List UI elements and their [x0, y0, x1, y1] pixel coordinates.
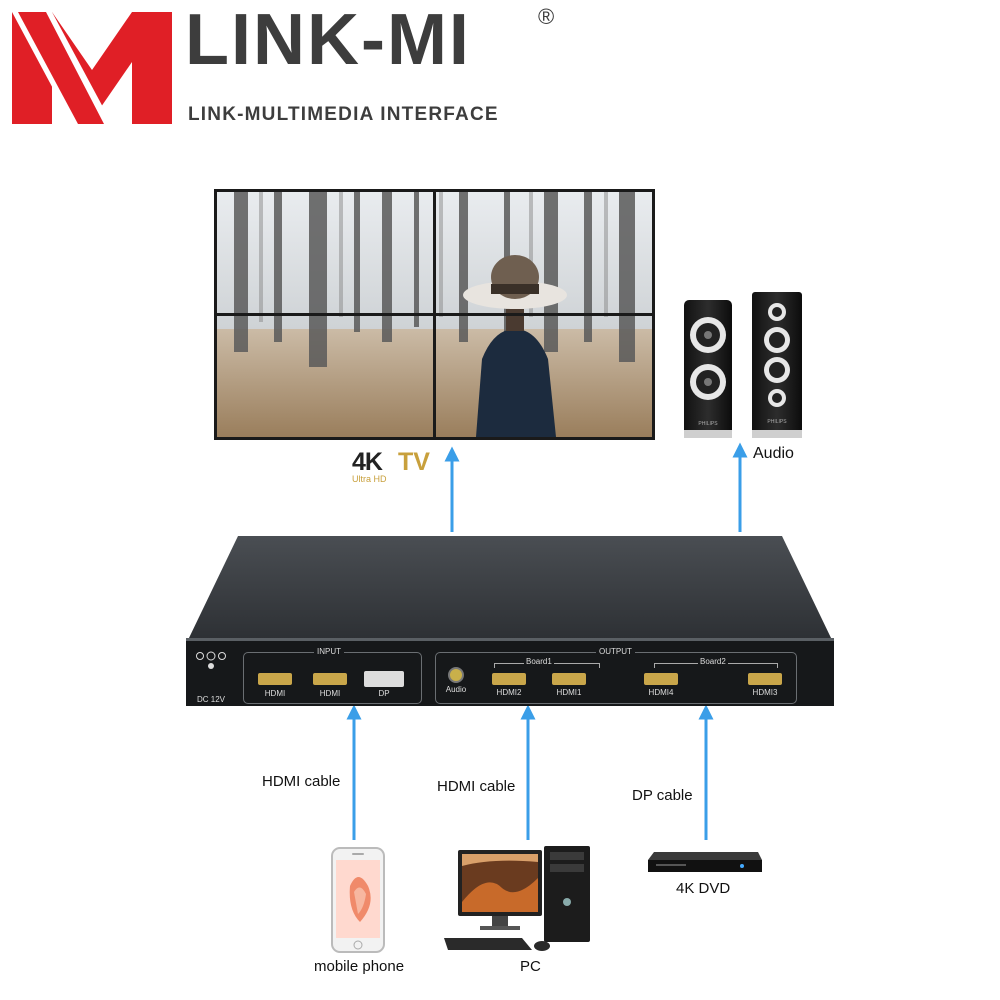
input-group-label: INPUT [314, 647, 344, 656]
hdmi-port-icon[interactable] [644, 673, 678, 685]
audio-jack-icon[interactable] [448, 667, 464, 683]
tv-video-wall [214, 189, 655, 440]
output-panel: OUTPUT Audio Board1 HDMI2 HDMI1 Board2 H… [435, 647, 797, 704]
speakers: PHILIPS PHILIPS [684, 292, 802, 438]
brand-registered-mark: ® [538, 4, 555, 29]
mobile-phone-device [331, 847, 385, 953]
cable-label-dvd: DP cable [632, 787, 693, 804]
hdmi-port-icon[interactable] [313, 673, 347, 685]
dc-polarity-icon [196, 651, 226, 669]
source-label-phone: mobile phone [314, 958, 405, 975]
output-group-label: OUTPUT [596, 647, 635, 656]
cable-label-phone: HDMI cable [262, 773, 341, 790]
tv-badge-tv: TV [398, 448, 430, 476]
output-port-label: HDMI4 [648, 688, 674, 697]
brand-logo-mark [12, 12, 172, 124]
hdmi-port-icon[interactable] [748, 673, 782, 685]
audio-label: Audio [753, 445, 794, 462]
cable-label-pc: HDMI cable [437, 778, 516, 795]
hdmi-port-icon[interactable] [492, 673, 526, 685]
audio-port-label: Audio [445, 685, 467, 694]
hdmi-port-icon[interactable] [552, 673, 586, 685]
speaker-right: PHILIPS [752, 292, 802, 438]
source-label-dvd: 4K DVD [676, 880, 731, 897]
source-label-pc: PC [520, 958, 541, 975]
speaker-brand-left: PHILIPS [698, 421, 718, 427]
output-port-label: HDMI1 [556, 688, 582, 697]
person-figure [463, 255, 567, 437]
hdmi-port-icon[interactable] [258, 673, 292, 685]
power-section: DC 12V [194, 648, 228, 704]
output-port-label: HDMI2 [496, 688, 522, 697]
brand-name: LINK-MI [185, 0, 471, 80]
dvd-player-device [648, 852, 762, 872]
speaker-left: PHILIPS [684, 300, 732, 438]
input-port-label: DP [378, 689, 390, 698]
speaker-brand-right: PHILIPS [767, 419, 787, 425]
board1-label: Board1 [524, 657, 554, 666]
input-port-label: HDMI [264, 689, 286, 698]
dp-port-icon[interactable] [364, 671, 404, 687]
board2-label: Board2 [698, 657, 728, 666]
input-panel: INPUT HDMI HDMI DP [243, 647, 422, 704]
pc-device [444, 846, 590, 951]
output-port-label: HDMI3 [752, 688, 778, 697]
dc-power-label: DC 12V [196, 695, 225, 704]
brand-tagline: LINK-MULTIMEDIA INTERFACE [188, 104, 499, 125]
input-port-label: HDMI [319, 689, 341, 698]
tv-badge-4k: 4K [352, 448, 383, 476]
video-wall-controller [186, 536, 834, 706]
tv-badge-ultra-hd: Ultra HD [352, 474, 387, 484]
